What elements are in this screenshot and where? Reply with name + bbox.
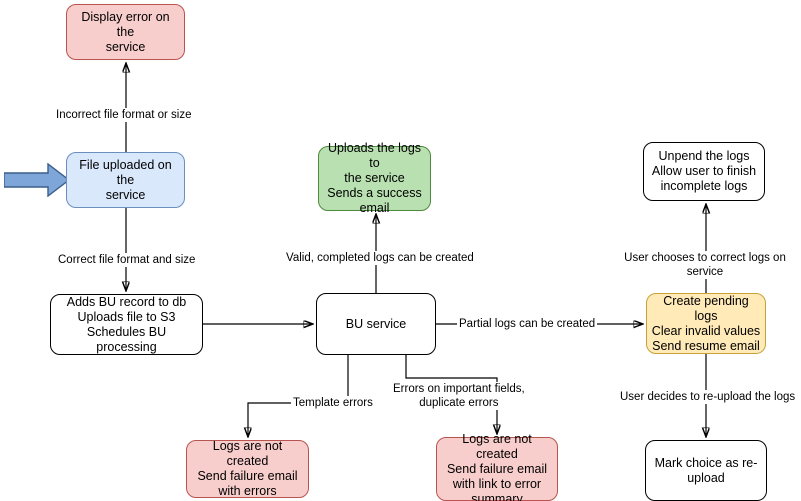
node-bu-service[interactable]: BU service [316, 293, 436, 355]
edge-label-incorrect-file-format: Incorrect file format or size [54, 108, 194, 122]
edge-label-correct-file-format: Correct file format and size [56, 253, 198, 267]
node-create-pending-logs[interactable]: Create pending logs Clear invalid values… [646, 293, 766, 354]
node-adds-bu-record-label: Adds BU record to db Uploads file to S3 … [66, 294, 187, 354]
node-display-error-label: Display error on the service [81, 9, 170, 54]
edge-label-user-decides-reupload: User decides to re-upload the logs [618, 390, 798, 404]
node-file-uploaded-on-service-label: File uploaded on the service [79, 157, 172, 202]
node-display-error[interactable]: Display error on the service [66, 4, 185, 60]
edge-label-errors-important-fields: Errors on important fields, duplicate er… [391, 382, 527, 410]
node-uploads-logs-success-label: Uploads the logs to the service Sends a … [327, 141, 422, 215]
node-mark-choice-as-reupload[interactable]: Mark choice as re- upload [645, 440, 767, 501]
entry-arrow-icon [4, 163, 70, 197]
node-file-uploaded-on-service[interactable]: File uploaded on the service [66, 152, 185, 208]
edge-label-template-errors: Template errors [291, 396, 375, 410]
edge-label-valid-completed-logs: Valid, completed logs can be created [284, 251, 476, 265]
node-logs-not-created-with-errors-label: Logs are not created Send failure email … [197, 439, 298, 498]
edge-label-partial-logs: Partial logs can be created [457, 317, 598, 331]
node-adds-bu-record[interactable]: Adds BU record to db Uploads file to S3 … [50, 294, 203, 355]
node-unpend-logs[interactable]: Unpend the logs Allow user to finish inc… [643, 142, 765, 201]
node-logs-not-created-with-errors[interactable]: Logs are not created Send failure email … [186, 439, 309, 498]
node-unpend-logs-label: Unpend the logs Allow user to finish inc… [651, 149, 757, 193]
node-create-pending-logs-label: Create pending logs Clear invalid values… [651, 293, 761, 353]
node-bu-service-label: BU service [345, 316, 407, 331]
node-mark-choice-as-reupload-label: Mark choice as re- upload [654, 455, 758, 485]
node-logs-not-created-with-link[interactable]: Logs are not created Send failure email … [436, 432, 558, 501]
node-logs-not-created-with-link-label: Logs are not created Send failure email … [446, 431, 548, 501]
edge-label-user-chooses-correct-logs: User chooses to correct logs on service [609, 251, 801, 279]
node-uploads-logs-success[interactable]: Uploads the logs to the service Sends a … [318, 141, 431, 215]
